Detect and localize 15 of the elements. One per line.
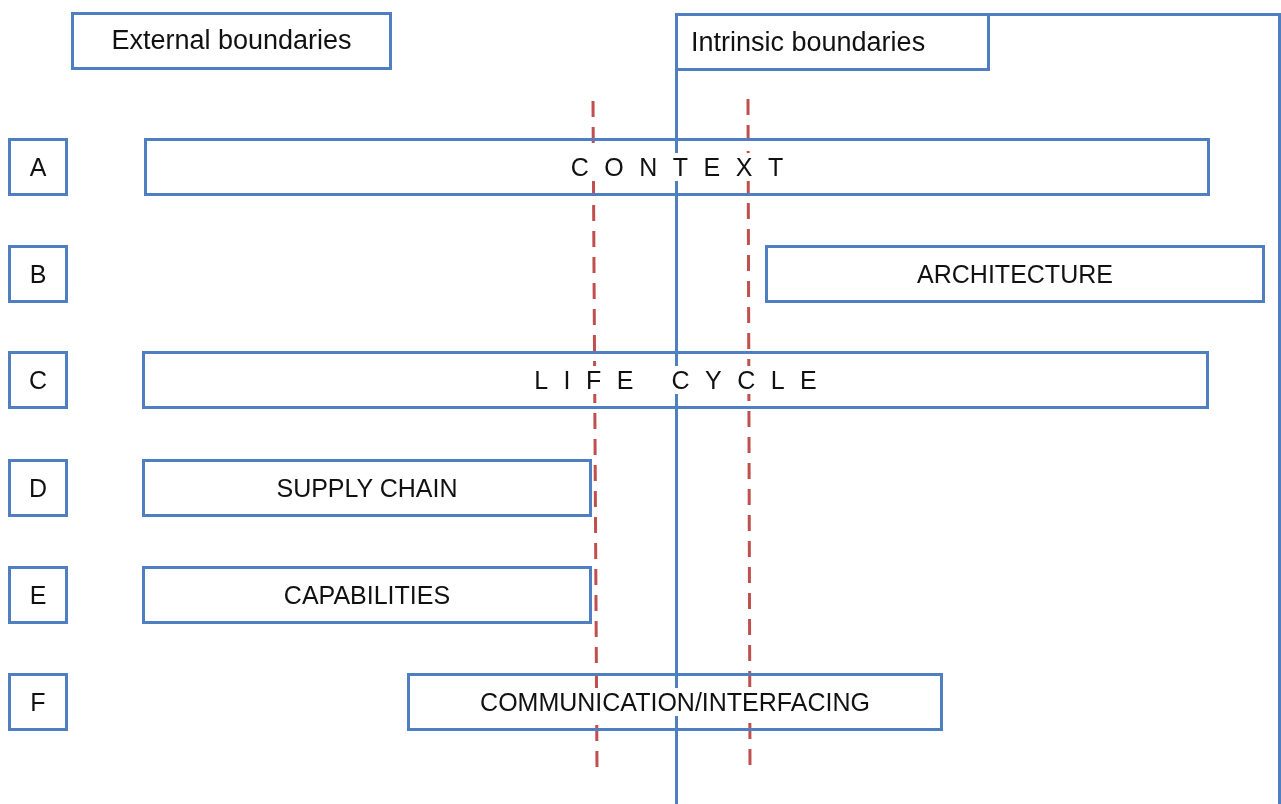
label-box (71, 12, 392, 70)
label-box (407, 673, 943, 731)
label-box (8, 673, 68, 731)
label-box (765, 245, 1265, 303)
boundary-heading: Intrinsic boundaries (675, 13, 990, 71)
label-box (142, 459, 592, 517)
band-box (142, 351, 1209, 409)
band-box (144, 138, 1210, 196)
label-box (8, 566, 68, 624)
label-box (8, 138, 68, 196)
label-box (8, 245, 68, 303)
label-box (8, 459, 68, 517)
label-box (142, 566, 592, 624)
label-box (8, 351, 68, 409)
box-label: COMMUNICATION/INTERFACING (480, 687, 870, 717)
